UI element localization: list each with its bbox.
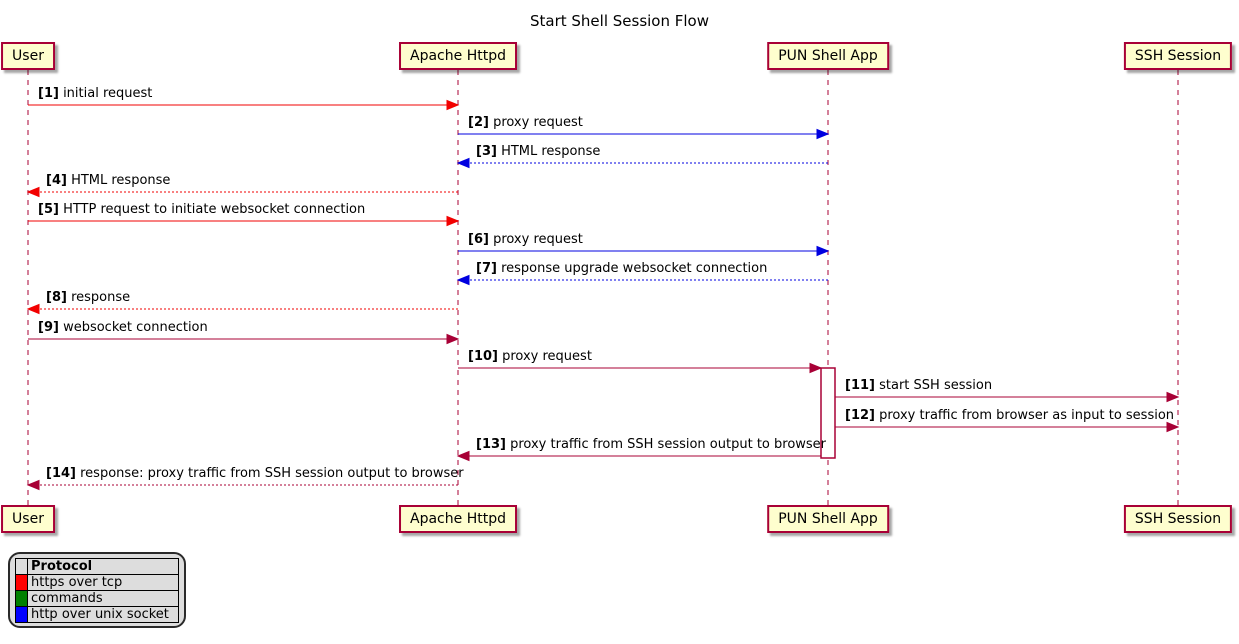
message-seq: [8] <box>46 290 67 305</box>
message-label-4: [4] HTML response <box>46 173 171 188</box>
legend-swatch <box>15 590 28 607</box>
message-label-8: [8] response <box>46 290 131 305</box>
message-seq: [4] <box>46 173 67 188</box>
message-label-3: [3] HTML response <box>476 144 601 159</box>
legend-swatch-empty <box>15 558 28 575</box>
message-seq: [2] <box>468 115 489 130</box>
participant-box-ssh-bottom: SSH Session <box>1123 505 1233 533</box>
message-seq: [3] <box>476 144 497 159</box>
message-arrowhead-11 <box>1166 391 1180 403</box>
participant-box-user-top: User <box>1 42 55 70</box>
participant-box-pun-bottom: PUN Shell App <box>767 505 889 533</box>
message-arrowhead-4 <box>26 186 40 198</box>
legend-row-3: http over unix socket <box>15 606 179 623</box>
message-label-1: [1] initial request <box>38 86 153 101</box>
message-seq: [11] <box>845 378 875 393</box>
legend-label: https over tcp <box>27 574 179 591</box>
participant-box-apache-bottom: Apache Httpd <box>399 505 517 533</box>
message-label-12: [12] proxy traffic from browser as input… <box>845 408 1175 423</box>
message-seq: [9] <box>38 320 59 335</box>
participant-box-ssh-top: SSH Session <box>1123 42 1233 70</box>
message-arrowhead-13 <box>456 450 470 462</box>
message-seq: [5] <box>38 202 59 217</box>
message-arrowhead-6 <box>816 245 830 257</box>
message-label-10: [10] proxy request <box>468 349 592 364</box>
legend-label: commands <box>27 590 179 607</box>
legend-header-label: Protocol <box>27 558 179 575</box>
message-arrowhead-10 <box>809 362 823 374</box>
participant-box-pun-top: PUN Shell App <box>767 42 889 70</box>
message-seq: [10] <box>468 349 498 364</box>
message-seq: [12] <box>845 408 875 423</box>
participant-box-apache-top: Apache Httpd <box>399 42 517 70</box>
message-label-7: [7] response upgrade websocket connectio… <box>476 261 768 276</box>
message-seq: [7] <box>476 261 497 276</box>
diagram-title: Start Shell Session Flow <box>529 12 709 30</box>
message-label-11: [11] start SSH session <box>845 378 993 393</box>
message-label-14: [14] response: proxy traffic from SSH se… <box>46 466 464 481</box>
message-arrowhead-5 <box>446 215 460 227</box>
message-label-6: [6] proxy request <box>468 232 583 247</box>
activation-bar <box>820 367 836 459</box>
legend-row-2: commands <box>15 590 179 607</box>
message-arrowhead-3 <box>456 157 470 169</box>
legend-label: http over unix socket <box>27 606 179 623</box>
message-seq: [14] <box>46 466 76 481</box>
message-arrowhead-12 <box>1166 421 1180 433</box>
message-arrowhead-9 <box>446 333 460 345</box>
legend-swatch <box>15 606 28 623</box>
message-arrowhead-1 <box>446 99 460 111</box>
message-seq: [13] <box>476 437 506 452</box>
message-arrowhead-14 <box>26 479 40 491</box>
message-label-5: [5] HTTP request to initiate websocket c… <box>38 202 366 217</box>
message-label-13: [13] proxy traffic from SSH session outp… <box>476 437 827 452</box>
legend-row-1: https over tcp <box>15 574 179 591</box>
message-arrowhead-8 <box>26 303 40 315</box>
message-seq: [1] <box>38 86 59 101</box>
legend-header-row: Protocol <box>15 558 179 575</box>
message-label-9: [9] websocket connection <box>38 320 208 335</box>
message-seq: [6] <box>468 232 489 247</box>
message-arrowhead-7 <box>456 274 470 286</box>
message-arrowhead-2 <box>816 128 830 140</box>
message-label-2: [2] proxy request <box>468 115 583 130</box>
legend-swatch <box>15 574 28 591</box>
participant-box-user-bottom: User <box>1 505 55 533</box>
